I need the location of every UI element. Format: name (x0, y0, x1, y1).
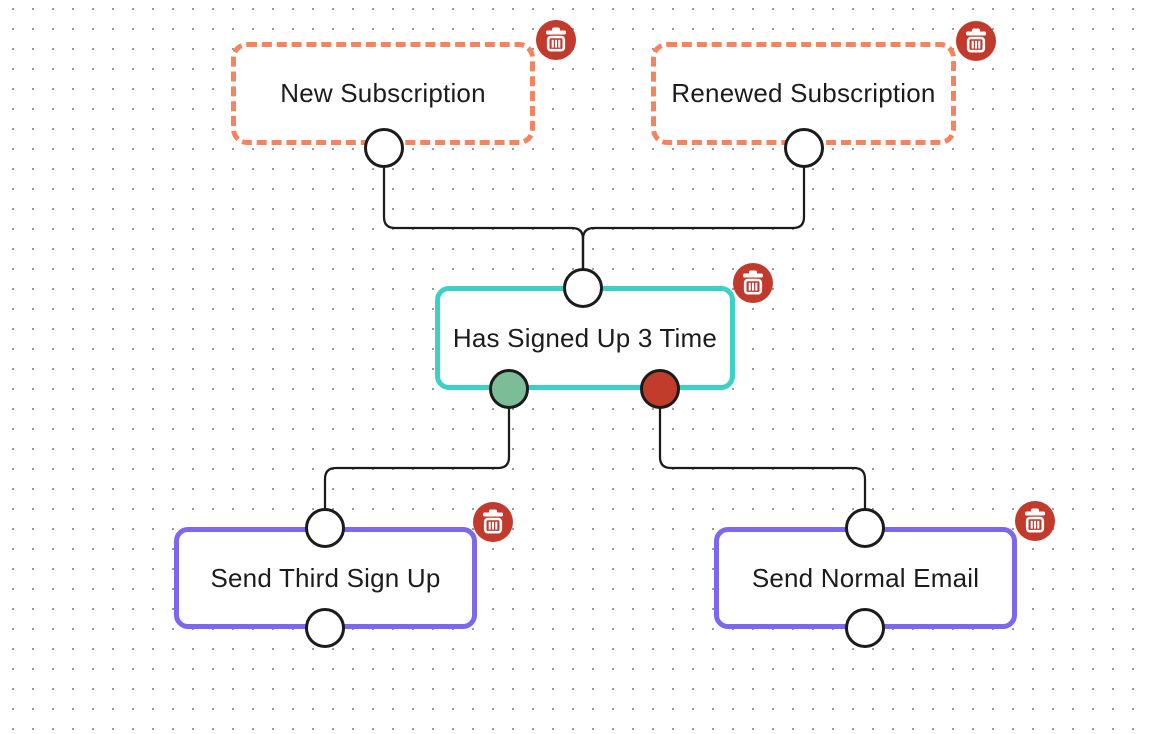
node-label: Has Signed Up 3 Time (452, 322, 718, 353)
trash-icon (1015, 501, 1055, 541)
trash-icon (956, 21, 996, 61)
trash-icon (536, 20, 576, 60)
handle-source-send-normal[interactable] (845, 608, 885, 648)
handle-source-new-subscription[interactable] (364, 128, 404, 168)
handle-source-condition-true[interactable] (489, 369, 529, 409)
edge-condition-false-to-send-normal[interactable] (658, 389, 867, 528)
trash-icon (733, 263, 773, 303)
handle-target-send-third[interactable] (305, 508, 345, 548)
edge-new-subscription-to-condition[interactable] (382, 148, 585, 288)
delete-node-new-subscription-button[interactable] (536, 20, 576, 60)
trash-icon (473, 502, 513, 542)
node-renewed-subscription[interactable]: Renewed Subscription (651, 42, 956, 145)
node-label: Send Normal Email (751, 562, 980, 593)
handle-source-renewed-subscription[interactable] (784, 128, 824, 168)
delete-node-send-normal-button[interactable] (1015, 501, 1055, 541)
delete-node-renewed-subscription-button[interactable] (956, 21, 996, 61)
node-label: Renewed Subscription (671, 78, 936, 108)
handle-source-send-third[interactable] (305, 608, 345, 648)
edge-condition-true-to-send-third[interactable] (323, 389, 511, 528)
handle-target-condition[interactable] (563, 268, 603, 308)
delete-node-send-third-button[interactable] (473, 502, 513, 542)
node-new-subscription[interactable]: New Subscription (231, 42, 535, 145)
edge-renewed-subscription-to-condition[interactable] (581, 148, 806, 288)
handle-target-send-normal[interactable] (845, 508, 885, 548)
node-label: New Subscription (280, 78, 486, 108)
delete-node-condition-button[interactable] (733, 263, 773, 303)
handle-source-condition-false[interactable] (640, 369, 680, 409)
node-label: Send Third Sign Up (210, 562, 441, 593)
